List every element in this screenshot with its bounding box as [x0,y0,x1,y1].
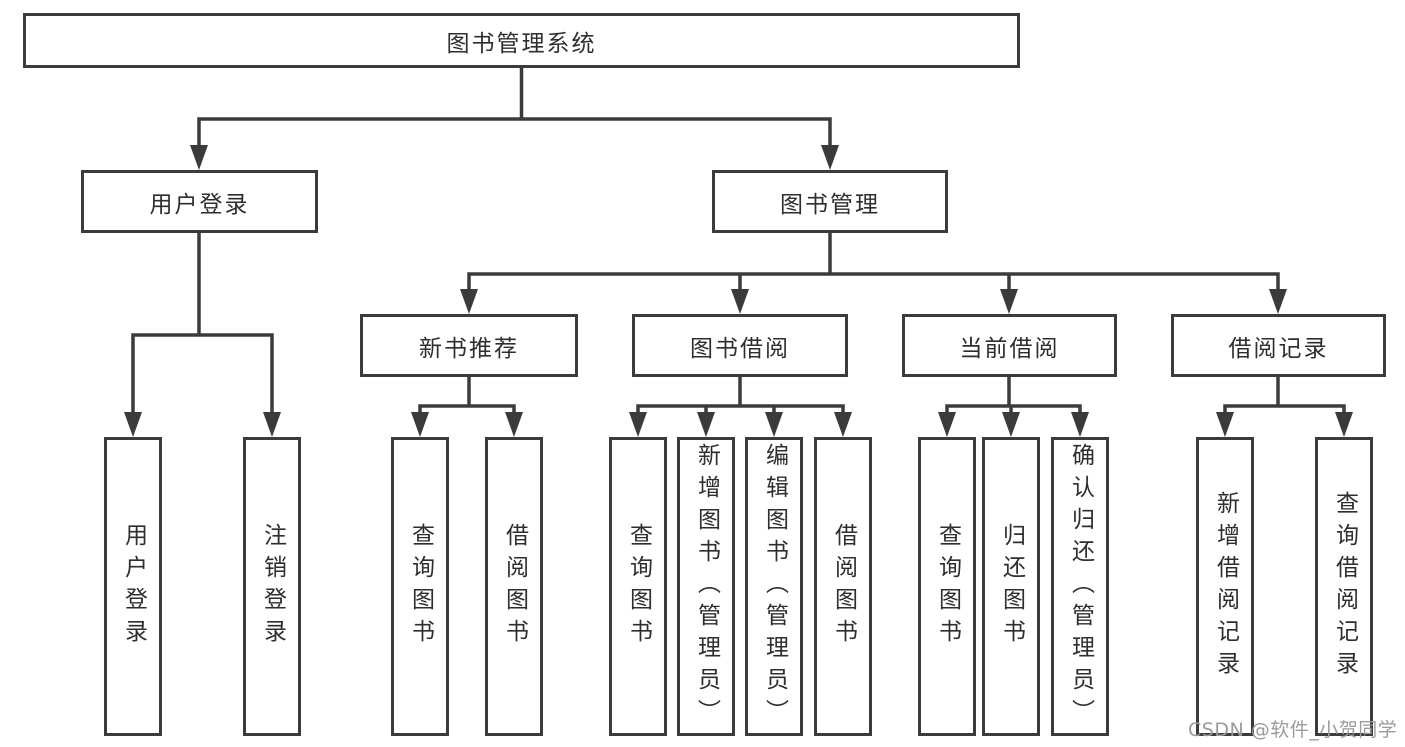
arrowheads [124,145,1353,437]
node-label: 借阅记录 [1228,335,1329,362]
leaf-label: 借阅图书 [830,522,857,651]
leaf-label: 归还图书 [998,522,1025,651]
node-user-login: 用户登录 [81,170,318,233]
node-label: 当前借阅 [959,335,1060,362]
leaf-borrow-add-admin: 新增图书（管理员） [677,437,735,736]
leaf-label: 借阅图书 [501,522,528,651]
node-book-borrowing: 图书借阅 [632,314,848,377]
node-current-borrowing: 当前借阅 [902,314,1117,377]
arrowhead [1000,289,1018,314]
leaf-label: 查询图书 [407,522,434,651]
arrowhead [1269,289,1287,314]
leaf-label: 查询借阅记录 [1331,490,1358,683]
leaf-current-confirm-admin: 确认归还（管理员） [1051,437,1109,736]
arrowhead [460,289,478,314]
arrowhead [190,145,208,170]
leaf-newbooks-borrow: 借阅图书 [485,437,543,736]
leaf-label: 确认归还（管理员） [1067,442,1094,731]
arrowhead [1002,412,1020,437]
edge-current-borrow-leaf-branch [945,404,1082,412]
arrowhead [938,412,956,437]
edge-book-borrow-leaf-branch [636,404,845,412]
leaf-logout: 注销登录 [243,437,301,736]
arrowhead [505,412,523,437]
node-book-management: 图书管理 [712,170,948,233]
edge-level3-branch [467,272,1280,289]
leaf-borrow-edit-admin: 编辑图书（管理员） [745,437,803,736]
node-label: 新书推荐 [419,335,519,362]
arrowhead [731,289,749,314]
leaf-label: 查询图书 [625,522,652,651]
edge-new-books-leaf-branch [418,404,516,412]
node-label: 图书管理 [780,191,880,218]
node-label: 图书管理系统 [446,30,597,57]
leaf-records-add: 新增借阅记录 [1196,437,1254,736]
leaf-current-return: 归还图书 [982,437,1040,736]
arrowhead [765,412,783,437]
leaf-label: 新增图书（管理员） [693,442,720,731]
leaf-label: 查询图书 [934,522,961,651]
leaf-borrow-borrow: 借阅图书 [814,437,872,736]
arrowhead [1216,412,1234,437]
node-root-system: 图书管理系统 [23,13,1020,68]
arrowhead [1335,412,1353,437]
arrowhead [1071,412,1089,437]
edge-user-login-leaf-branch [131,333,274,412]
arrowhead [821,145,839,170]
leaf-label: 注销登录 [259,522,286,651]
leaf-borrow-query: 查询图书 [609,437,667,736]
csdn-watermark: CSDN @软件_小贺同学 [1188,719,1398,741]
node-label: 用户登录 [149,191,250,218]
arrowhead [629,412,647,437]
leaf-user-login: 用户登录 [104,437,162,736]
leaf-current-query: 查询图书 [918,437,976,736]
node-label: 图书借阅 [690,335,790,362]
leaf-label: 新增借阅记录 [1212,490,1239,683]
node-new-books: 新书推荐 [360,314,578,377]
node-borrow-records: 借阅记录 [1171,314,1386,377]
arrowhead [263,412,281,437]
arrowhead [411,412,429,437]
edge-borrow-records-leaf-branch [1223,404,1346,412]
leaf-newbooks-query: 查询图书 [391,437,449,736]
arrowhead [124,412,142,437]
connector-lines [131,68,1346,412]
arrowhead [697,412,715,437]
arrowhead [834,412,852,437]
leaf-label: 用户登录 [120,522,147,651]
leaf-records-query: 查询借阅记录 [1315,437,1373,736]
edge-level2-branch [197,117,832,145]
leaf-label: 编辑图书（管理员） [761,442,788,731]
